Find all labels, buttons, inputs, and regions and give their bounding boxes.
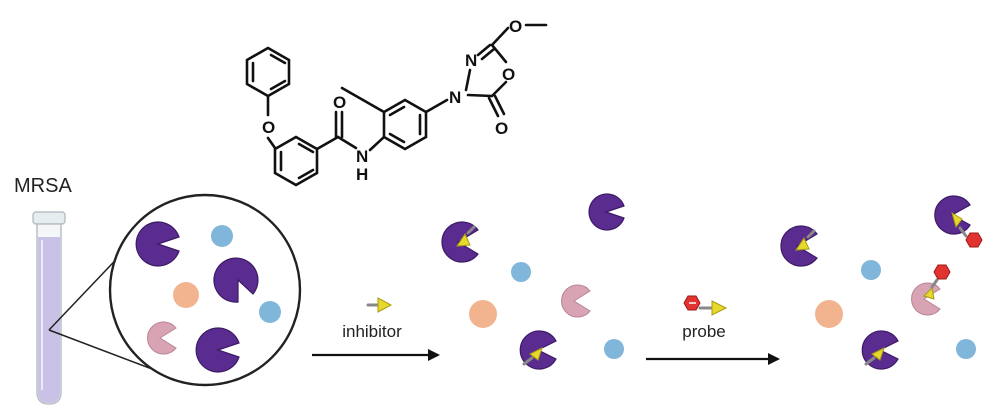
enzyme-target-probe-labeled xyxy=(911,264,951,316)
off-target-protein xyxy=(211,225,233,247)
oxadiazolone-ring: N O xyxy=(464,43,515,98)
magnified-view xyxy=(108,193,302,387)
probe-label: probe xyxy=(682,322,725,341)
organism-label: MRSA xyxy=(14,175,72,197)
labeled-panel xyxy=(780,195,983,370)
enzyme-inhibited xyxy=(441,221,479,263)
probe-warhead-icon xyxy=(711,300,728,316)
atom-ring-nitrogen-4: N xyxy=(449,88,461,107)
off-target-protein xyxy=(604,339,624,359)
off-target-protein xyxy=(956,339,976,359)
probe-tag-icon xyxy=(933,264,951,280)
enzyme-active xyxy=(135,221,180,267)
atom-amide-nitrogen: N xyxy=(356,147,368,166)
inhibitor-icon xyxy=(377,297,393,313)
off-target-protein xyxy=(259,301,281,323)
probe-step: probe xyxy=(646,295,780,365)
phenyl-ring-a xyxy=(245,46,291,98)
zoom-line-lower xyxy=(48,329,161,373)
test-tube: MRSA xyxy=(14,175,72,405)
inhibited-panel xyxy=(441,193,625,370)
phenyl-ring-c xyxy=(382,98,428,151)
phenyl-ring-b xyxy=(273,135,319,187)
tube-liquid xyxy=(38,237,60,403)
atom-ether-oxygen: O xyxy=(262,118,275,137)
atom-ring-nitrogen-3: N xyxy=(465,51,477,70)
enzyme-target xyxy=(561,284,591,318)
atom-amide-oxygen: O xyxy=(333,93,346,112)
atom-amide-hydrogen: H xyxy=(356,165,368,184)
enzyme-active xyxy=(213,257,259,303)
probe-tag-icon xyxy=(965,232,983,248)
other-protein xyxy=(173,282,199,308)
atom-methoxy-oxygen: O xyxy=(509,17,522,36)
off-target-protein xyxy=(861,260,881,280)
inhibitor-label: inhibitor xyxy=(342,322,402,341)
enzyme-inhibited xyxy=(519,330,557,370)
enzyme-active xyxy=(588,193,625,231)
enzyme-inhibited xyxy=(780,225,818,267)
inhibitor-step: inhibitor xyxy=(312,297,440,361)
enzyme-probe-labeled xyxy=(934,195,983,248)
enzyme-target xyxy=(147,321,177,355)
atom-carbonyl-oxygen: O xyxy=(495,119,508,138)
atom-ring-oxygen: O xyxy=(502,65,515,84)
chemical-structure: O O N H N N xyxy=(245,17,548,187)
other-protein xyxy=(815,300,843,328)
enzyme-active xyxy=(195,327,240,373)
other-protein xyxy=(469,300,497,328)
off-target-protein xyxy=(511,262,531,282)
enzyme-inhibited xyxy=(861,330,899,370)
